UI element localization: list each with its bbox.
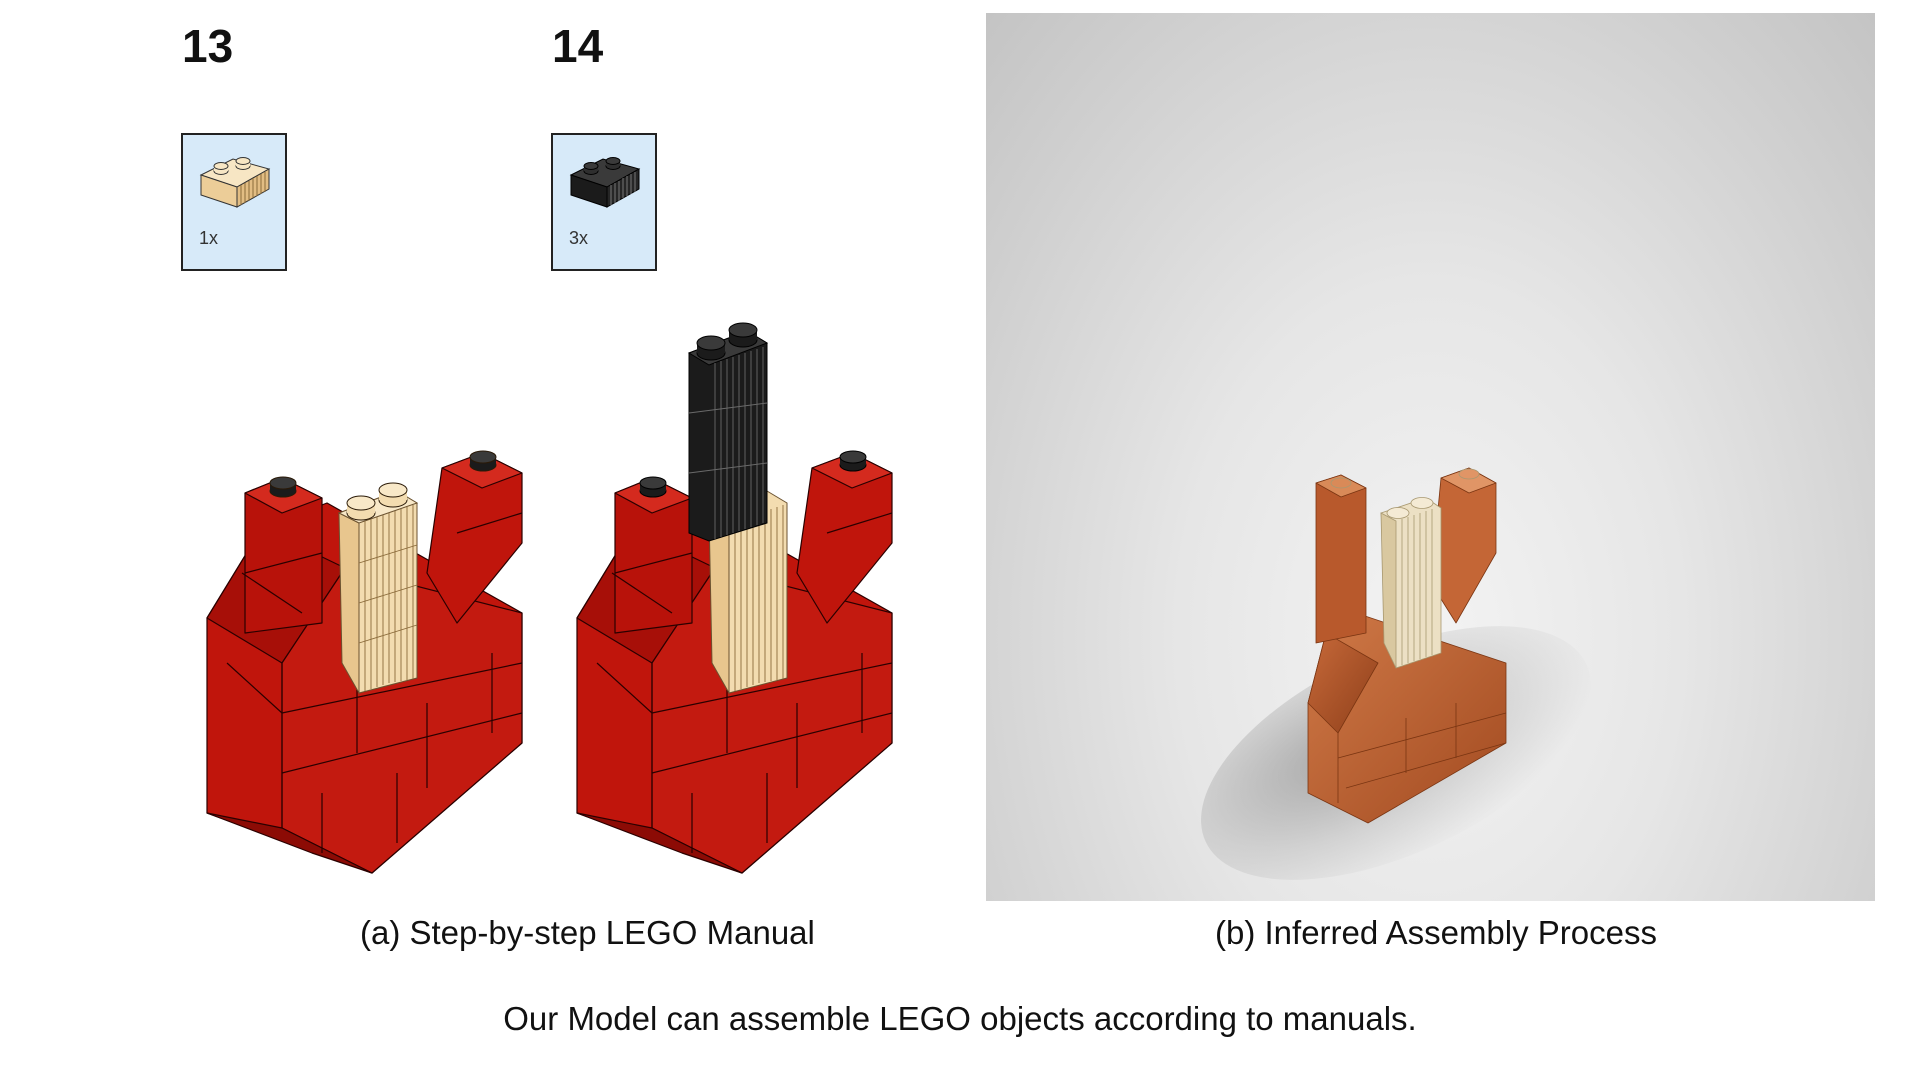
render-panel — [986, 13, 1875, 901]
parts-callout-step-14: 3x — [551, 133, 657, 271]
model-step-13 — [206, 450, 523, 874]
part-count-step-13: 1x — [199, 228, 219, 248]
figure-caption: Our Model can assemble LEGO objects acco… — [503, 1000, 1417, 1037]
caption-panel-b: (b) Inferred Assembly Process — [1215, 914, 1657, 951]
manual-panel: 13 1x 14 — [97, 13, 986, 901]
step-number-14: 14 — [552, 20, 604, 72]
caption-panel-a: (a) Step-by-step LEGO Manual — [360, 914, 815, 951]
part-count-step-14: 3x — [569, 228, 589, 248]
tan-brick-icon — [199, 157, 271, 208]
black-brick-icon — [569, 157, 641, 208]
parts-callout-step-13: 1x — [181, 133, 287, 271]
rendered-model — [1307, 467, 1507, 824]
model-step-14 — [576, 322, 893, 874]
step-number-13: 13 — [182, 20, 234, 72]
